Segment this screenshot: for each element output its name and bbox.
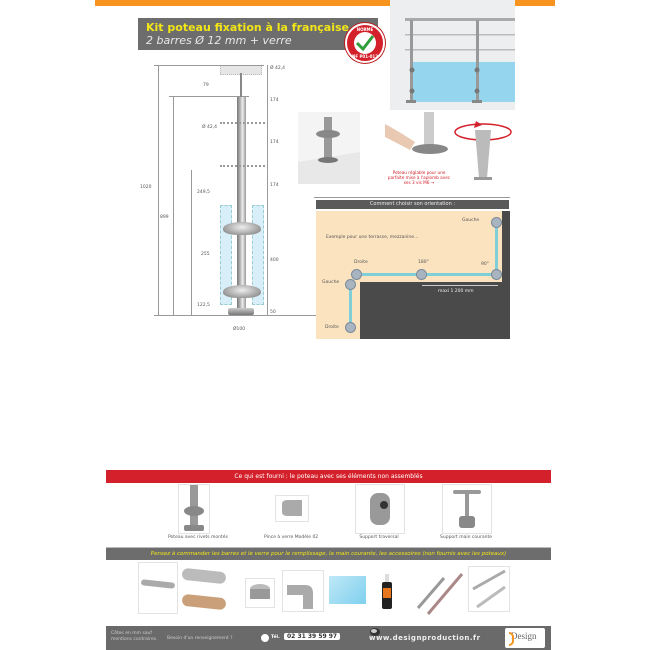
tel-number[interactable]: 02 31 39 59 97 — [284, 633, 341, 640]
adjust-caption: Poteau réglable pour une parfaite mise à… — [387, 170, 451, 185]
accessory-end-cap — [245, 578, 275, 608]
checkmark-icon — [355, 34, 375, 56]
badge-top-text: NORME — [356, 27, 374, 32]
dim-400: 400 — [270, 258, 279, 263]
item-clamp-image — [275, 495, 309, 522]
dim-right-diameter: Ø 42,4 — [270, 66, 285, 71]
accessory-drill-bits — [414, 568, 466, 616]
dim-diameter-post: Ø 42,4 — [202, 125, 217, 130]
rail-vertical-left — [349, 284, 352, 327]
supplied-title: Ce qui est fourni : le poteau avec ses é… — [106, 470, 551, 483]
item-post-image — [178, 484, 210, 534]
title-box — [138, 18, 378, 50]
footer-help: Besoin d'un renseignement ? — [167, 636, 233, 641]
accessory-elbow — [282, 570, 324, 612]
glass-clamp-bottom — [223, 285, 261, 298]
rail-vertical-right — [495, 222, 498, 275]
badge-bottom-text: NF P01-012 — [352, 54, 378, 59]
label-gauche-top: Gauche — [462, 218, 480, 223]
bar-2 — [220, 165, 265, 167]
label-180: 180° — [418, 260, 429, 265]
norme-badge: NORME NF P01-012 — [345, 23, 385, 63]
top-orange-bar-right — [515, 0, 555, 6]
detail-base-photo — [298, 112, 360, 184]
logo-mark-icon — [509, 632, 514, 646]
post-node-180 — [416, 269, 427, 280]
post-rod — [240, 73, 242, 97]
accessory-handrail — [182, 566, 226, 614]
dim-1020: 1020 — [140, 185, 152, 190]
dim-line-inner — [191, 170, 192, 315]
dim-255: 255 — [201, 252, 210, 257]
dim-79: 79 — [203, 83, 209, 88]
footer-note-1: Côtes en mm sauf — [111, 631, 152, 636]
label-gauche-left: Gauche — [322, 280, 340, 285]
page-title: Kit poteau fixation à la française — [146, 21, 349, 34]
dim-base-diameter: Ø100 — [233, 327, 246, 332]
dim-bottom — [154, 315, 319, 316]
post-node-gauche-left — [345, 279, 356, 290]
dim-line-right — [267, 65, 268, 315]
item-support-traversal-image — [355, 484, 405, 534]
accessory-glass-panel — [329, 576, 366, 604]
rail-horizontal — [356, 273, 498, 276]
tel-label: Tél. — [271, 635, 280, 640]
post-node-droite-bottom — [345, 322, 356, 333]
design-logo: Design — [505, 628, 545, 648]
accessory-anchor-bolts — [468, 566, 510, 612]
phone-icon — [261, 634, 269, 642]
page-subtitle: 2 barres Ø 12 mm + verre — [146, 34, 292, 47]
detail-adjust-photo — [380, 112, 460, 167]
order-reminder-title: Pensez à commander les barres et le verr… — [106, 548, 551, 560]
glass-clamp-top — [223, 222, 261, 235]
orientation-example: Exemple pour une terrasse, mezzanine... — [326, 235, 419, 240]
post — [237, 97, 246, 309]
item-clamp-label: Pince à verre Modèle 02 — [264, 535, 319, 540]
dim-top — [154, 65, 264, 66]
dim-899-top — [169, 96, 249, 97]
top-orange-bar-left — [95, 0, 392, 6]
logo-text: Design — [511, 631, 537, 641]
label-90: 90° — [481, 262, 489, 267]
post-node-droite-top — [351, 269, 362, 280]
dim-899: 899 — [160, 215, 169, 220]
post-base — [228, 308, 254, 315]
item-handrail-support-label: Support main courante — [440, 535, 492, 540]
dim-line-1020 — [158, 65, 159, 315]
orientation-title: Comment choisir son orientation : — [316, 200, 509, 209]
railing-photo — [390, 0, 515, 110]
bar-1 — [220, 122, 265, 124]
dim-174-1: 174 — [270, 98, 279, 103]
accessory-bar — [138, 562, 178, 614]
dim-174-3: 174 — [270, 183, 279, 188]
dim-249-5: 249,5 — [197, 190, 210, 195]
dim-line-899 — [173, 96, 174, 315]
rotation-diagram — [452, 120, 514, 185]
website-link[interactable]: www.designproduction.fr — [369, 634, 481, 642]
item-support-traversal-label: Support traversal — [359, 535, 399, 540]
section-divider — [106, 547, 551, 548]
label-droite-bottom: Droite — [325, 325, 339, 330]
item-handrail-support-image — [442, 484, 492, 534]
mouse-icon — [369, 622, 381, 636]
label-droite-top: Droite — [354, 260, 368, 265]
wall-right — [502, 211, 510, 339]
dim-174-2: 174 — [270, 140, 279, 145]
dim-122-5: 122,5 — [197, 303, 210, 308]
detail-divider — [314, 197, 510, 198]
span-dim-line — [422, 285, 498, 286]
item-post-label: Poteau avec rivets montés — [168, 535, 228, 540]
label-max-span: maxi 1 200 mm — [438, 289, 474, 294]
accessory-glue-bottle — [381, 574, 393, 610]
post-node-90 — [491, 269, 502, 280]
post-node-gauche-top — [491, 217, 502, 228]
technical-drawing: 1020 899 79 Ø 42,4 249,5 255 122,5 Ø100 … — [140, 60, 319, 345]
footer-note-2: mentions contraires. — [111, 637, 158, 642]
dim-50: 50 — [270, 310, 276, 315]
floor-void — [360, 282, 510, 339]
